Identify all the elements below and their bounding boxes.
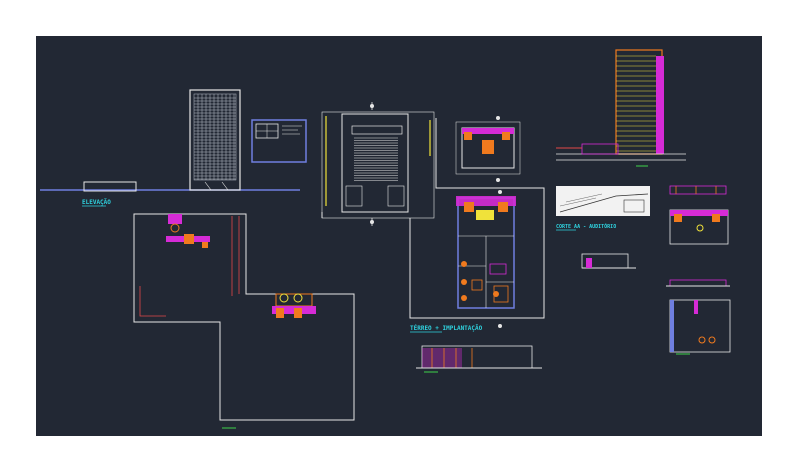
site-plan-lshape[interactable] <box>133 213 355 429</box>
elevation-title: ELEVAÇÃO <box>82 199 111 206</box>
upper-floor-plan[interactable] <box>455 116 521 182</box>
ground-floor-plan[interactable]: TÉRREO + IMPLANTAÇÃO <box>408 118 545 333</box>
long-elevation[interactable] <box>416 345 542 373</box>
auditorium-plan[interactable] <box>321 102 435 226</box>
right-column-details[interactable] <box>581 185 731 355</box>
section-marker-icon <box>370 104 374 108</box>
furniture-block-upper <box>166 214 210 248</box>
section-title: CORTE AA - AUDITÓRIO <box>556 223 616 230</box>
detail-box-blue[interactable] <box>251 119 307 163</box>
auditorium-section[interactable]: CORTE AA - AUDITÓRIO <box>556 186 650 231</box>
cad-drawing: ELEVAÇÃO <box>40 49 731 429</box>
ground-floor-title: TÉRREO + IMPLANTAÇÃO <box>410 324 483 332</box>
tower-elevation <box>189 89 241 191</box>
tower-section[interactable] <box>556 49 686 167</box>
furniture-block-lower <box>272 293 316 318</box>
fence-block <box>83 181 137 192</box>
cad-model-space[interactable]: ELEVAÇÃO <box>36 36 762 436</box>
elevation-drawing[interactable]: ELEVAÇÃO <box>40 89 300 207</box>
